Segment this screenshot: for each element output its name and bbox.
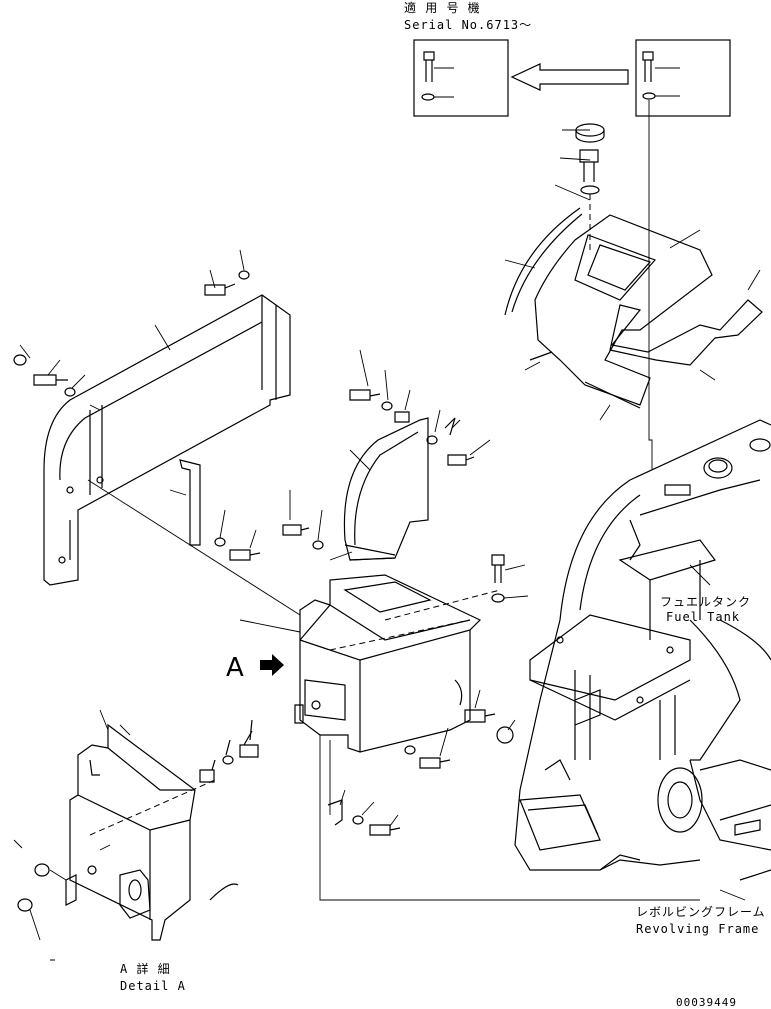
center-housing — [239, 554, 700, 901]
view-a-arrow — [260, 654, 284, 676]
detail-a-view — [13, 709, 259, 961]
detail-a-jp-label: A 詳 細 — [120, 962, 171, 976]
view-a-marker: A — [226, 653, 244, 683]
serial-number-label: Serial No.6713～ — [404, 18, 533, 32]
top-cover — [504, 123, 763, 421]
serial-new-box — [635, 39, 731, 117]
revolving-frame-en-label: Revolving Frame — [636, 922, 760, 936]
drawing-number: 00039449 — [676, 996, 737, 1009]
serial-old-box — [413, 39, 509, 117]
middle-cover — [282, 349, 491, 561]
revolving-frame-jp-label: レボルビングフレーム — [636, 905, 766, 919]
change-arrow — [510, 63, 629, 91]
fuel-tank-jp-label: フュエルタンク — [660, 595, 752, 609]
fuel-tank-en-label: Fuel Tank — [666, 610, 741, 624]
detail-a-en-label: Detail A — [120, 979, 186, 993]
side-door-panel — [13, 249, 301, 616]
serial-title-jp: 適 用 号 機 — [404, 1, 481, 15]
revolving-frame — [514, 419, 771, 901]
